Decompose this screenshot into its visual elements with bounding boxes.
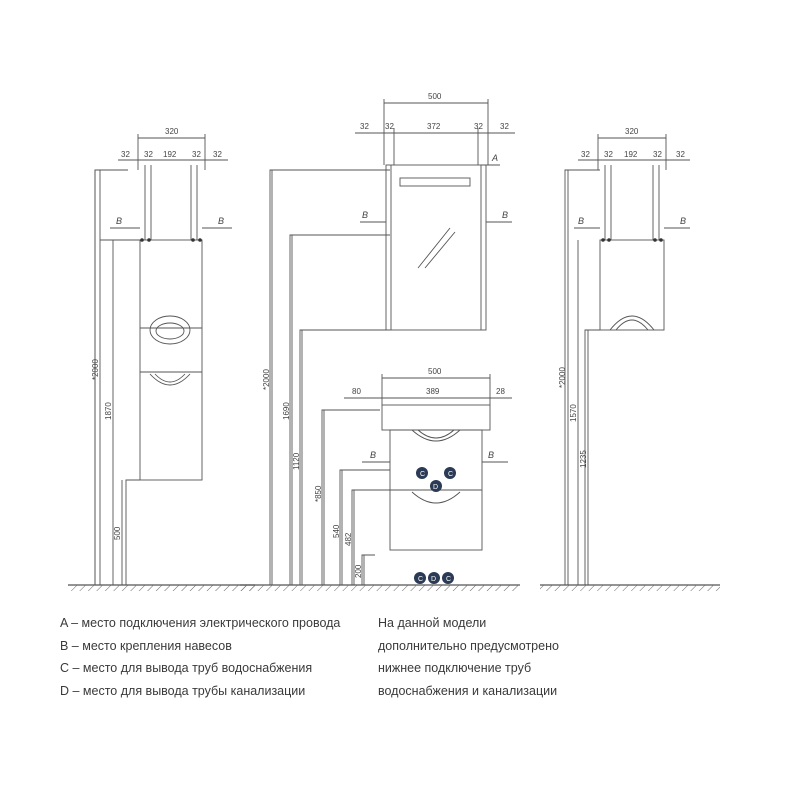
svg-text:B: B [502,210,508,220]
svg-text:1235: 1235 [579,450,588,468]
svg-text:28: 28 [496,387,505,396]
svg-text:192: 192 [163,150,177,159]
svg-text:32: 32 [144,150,153,159]
legend-note: На данной модели дополнительно предусмот… [378,612,559,702]
svg-text:D: D [433,484,438,491]
technical-drawing: C C D C D C 320 32 32 192 32 32 B B *200… [68,92,720,591]
svg-text:320: 320 [625,127,639,136]
svg-text:32: 32 [121,150,130,159]
svg-text:32: 32 [653,150,662,159]
svg-text:80: 80 [352,387,361,396]
right-cabinet-body [599,239,665,331]
svg-text:*850: *850 [314,485,323,502]
note-line-1: На данной модели [378,616,487,630]
svg-text:*2000: *2000 [91,359,100,380]
mirror-cabinet [385,164,487,331]
svg-text:1690: 1690 [282,402,291,420]
left-cabinet-body [139,239,203,481]
svg-text:C: C [418,576,423,583]
svg-text:B: B [578,216,584,226]
svg-text:32: 32 [604,150,613,159]
water-outlet-icon [414,572,426,584]
left-dimension-labels: 320 32 32 192 32 32 B B *2000 1870 500 [91,127,224,540]
svg-text:C: C [446,576,451,583]
svg-text:1870: 1870 [104,402,113,420]
svg-text:500: 500 [113,526,122,540]
pipe-outlets-floor: C D C [414,572,454,584]
mirror-lamp [399,177,471,187]
svg-text:500: 500 [428,92,442,101]
svg-text:500: 500 [428,367,442,376]
legend-markers: A – место подключения электрического про… [60,612,340,702]
vanity-top [381,404,491,431]
svg-text:32: 32 [385,122,394,131]
water-outlet-icon [416,467,428,479]
svg-text:32: 32 [474,122,483,131]
svg-text:200: 200 [354,564,363,578]
note-line-2: дополнительно предусмотрено [378,638,559,653]
svg-text:32: 32 [676,150,685,159]
water-outlet-icon [444,467,456,479]
legend-line-d: D – место для вывода трубы канализации [60,683,306,698]
legend-line-b: B – место крепления навесов [60,638,232,653]
svg-text:*2000: *2000 [558,367,567,388]
drain-outlet-icon [428,572,440,584]
svg-text:389: 389 [426,387,440,396]
svg-text:1570: 1570 [569,404,578,422]
drain-outlet-icon [430,480,442,492]
legend-line-a: A – место подключения электрического про… [60,616,341,630]
note-line-4: водоснабжения и канализации [378,683,558,698]
middle-dimension-labels: 500 32 32 372 32 32 A B B 500 80 389 28 … [262,92,509,578]
hanging-points [140,238,663,242]
svg-text:192: 192 [624,150,638,159]
svg-text:*2000: *2000 [262,369,271,390]
svg-text:B: B [370,450,376,460]
svg-text:32: 32 [360,122,369,131]
svg-text:482: 482 [344,532,353,546]
svg-text:B: B [488,450,494,460]
legend-line-c: C – место для вывода труб водоснабжения [60,661,313,675]
handle-icon [149,315,191,345]
svg-text:32: 32 [213,150,222,159]
svg-text:B: B [218,216,224,226]
svg-text:320: 320 [165,127,179,136]
right-dimension-labels: 320 32 32 192 32 32 B B *2000 1570 1235 [558,127,686,468]
svg-text:B: B [680,216,686,226]
svg-text:372: 372 [427,122,441,131]
svg-text:540: 540 [332,524,341,538]
left-cabinet-view [68,134,255,591]
svg-text:C: C [448,471,453,478]
middle-view [240,99,520,591]
svg-text:32: 32 [500,122,509,131]
svg-text:1120: 1120 [292,452,301,470]
note-line-3: нижнее подключение труб [378,661,532,675]
pipe-outlets-wall: C C D [416,467,456,492]
svg-text:32: 32 [192,150,201,159]
water-outlet-icon [442,572,454,584]
svg-text:B: B [362,210,368,220]
svg-text:B: B [116,216,122,226]
right-cabinet-view [540,134,720,591]
svg-text:A: A [491,153,498,163]
svg-text:32: 32 [581,150,590,159]
svg-text:D: D [431,576,436,583]
svg-text:C: C [420,471,425,478]
